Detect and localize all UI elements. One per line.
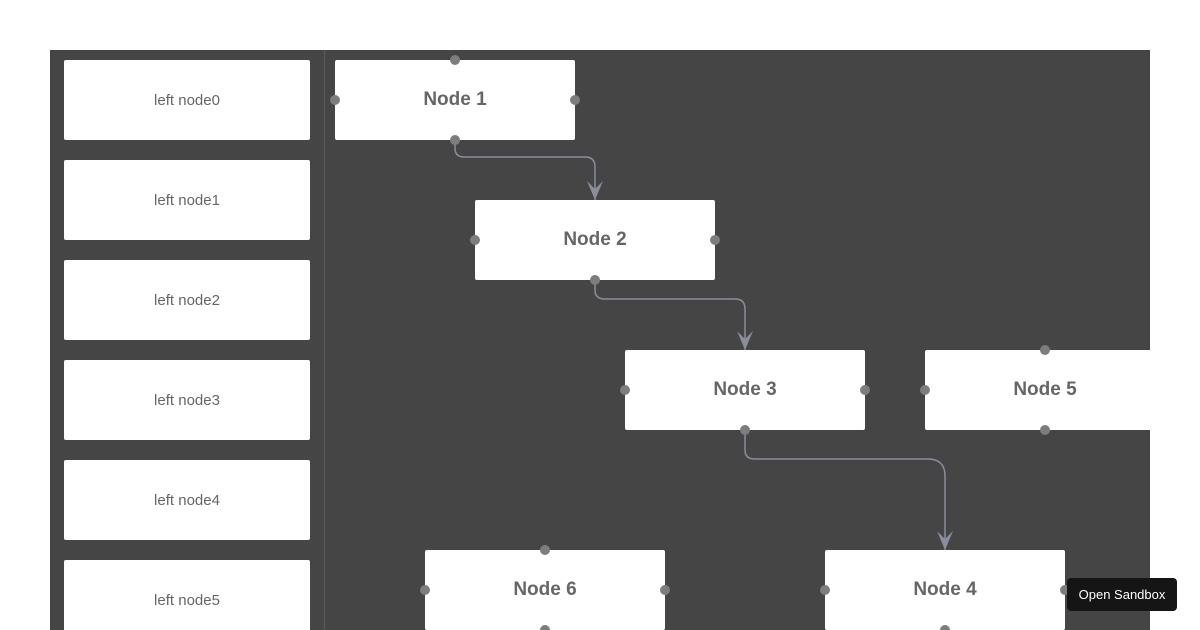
port-bottom[interactable] — [590, 275, 600, 285]
node-2[interactable]: Node 2 — [470, 200, 720, 285]
node-palette-sidebar: left node0 left node1 left node2 left no… — [50, 50, 325, 630]
palette-item-left-node2[interactable]: left node2 — [64, 260, 310, 340]
port-bottom[interactable] — [1040, 425, 1050, 435]
node-label: Node 2 — [563, 229, 627, 250]
port-right[interactable] — [660, 585, 670, 595]
port-right[interactable] — [710, 235, 720, 245]
palette-item-left-node4[interactable]: left node4 — [64, 460, 310, 540]
node-label: Node 6 — [513, 579, 577, 600]
port-bottom[interactable] — [540, 625, 550, 630]
open-sandbox-button[interactable]: Open Sandbox — [1067, 578, 1177, 611]
arrowhead-icon — [737, 331, 753, 350]
arrowhead-icon — [587, 181, 603, 200]
node-label: Node 3 — [713, 379, 777, 400]
arrowhead-icon — [937, 531, 953, 550]
port-left[interactable] — [920, 385, 930, 395]
node-label: Node 1 — [423, 89, 487, 110]
palette-item-left-node0[interactable]: left node0 — [64, 60, 310, 140]
port-left[interactable] — [620, 385, 630, 395]
edge-node2-node3[interactable] — [594, 280, 753, 350]
port-left[interactable] — [330, 95, 340, 105]
graph-canvas[interactable]: Node 1 Node 2 Node 3 Node 5 Node 6 — [325, 50, 1150, 630]
port-bottom[interactable] — [740, 425, 750, 435]
node-label: Node 5 — [1013, 379, 1077, 400]
edges-layer — [454, 140, 953, 550]
port-top[interactable] — [540, 545, 550, 555]
port-right[interactable] — [860, 385, 870, 395]
edge-node3-node4[interactable] — [744, 430, 953, 550]
port-right[interactable] — [1060, 585, 1070, 595]
edge-node1-node2[interactable] — [454, 140, 603, 200]
graph-editor: left node0 left node1 left node2 left no… — [50, 50, 1150, 630]
palette-item-left-node5[interactable]: left node5 — [64, 560, 310, 630]
port-bottom[interactable] — [940, 625, 950, 630]
node-label: Node 4 — [913, 579, 977, 600]
port-bottom[interactable] — [450, 135, 460, 145]
palette-item-left-node3[interactable]: left node3 — [64, 360, 310, 440]
port-top[interactable] — [1040, 345, 1050, 355]
port-left[interactable] — [820, 585, 830, 595]
node-1[interactable]: Node 1 — [330, 55, 580, 145]
port-left[interactable] — [420, 585, 430, 595]
node-4[interactable]: Node 4 — [820, 550, 1070, 630]
palette-item-left-node1[interactable]: left node1 — [64, 160, 310, 240]
node-5[interactable]: Node 5 — [920, 345, 1150, 435]
port-top[interactable] — [450, 55, 460, 65]
node-6[interactable]: Node 6 — [420, 545, 670, 630]
port-right[interactable] — [570, 95, 580, 105]
node-3[interactable]: Node 3 — [620, 350, 870, 435]
port-left[interactable] — [470, 235, 480, 245]
